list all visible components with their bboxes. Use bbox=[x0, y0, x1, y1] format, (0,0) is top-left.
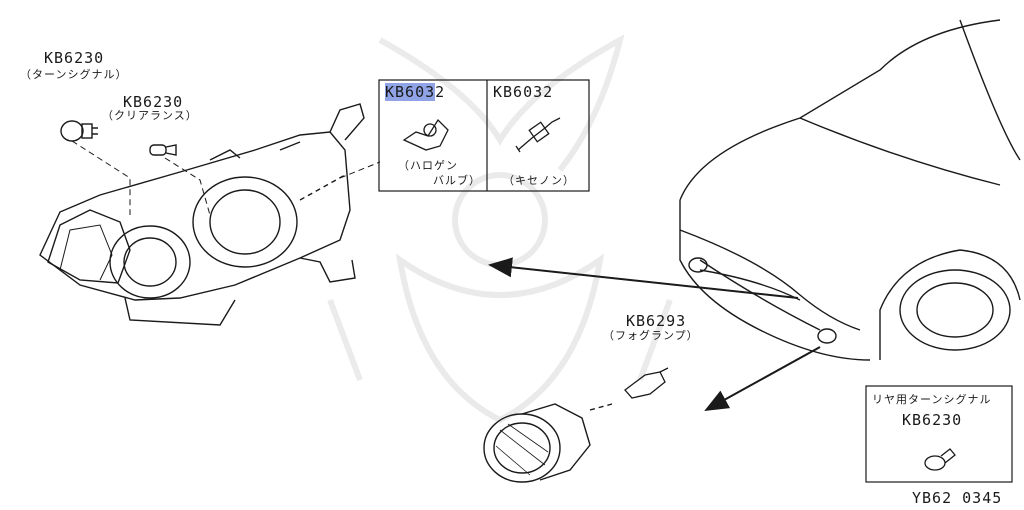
fog-code: KB6293 bbox=[626, 312, 687, 330]
diagram-code: YB62 0345 bbox=[912, 489, 1003, 507]
halogen-name-line2: バルブ） bbox=[433, 174, 481, 187]
halogen-code: KB6032 bbox=[385, 83, 446, 101]
car-outline bbox=[679, 19, 1021, 361]
halogen-code-highlight: KB603 bbox=[385, 83, 436, 101]
turn-signal-bulb-icon bbox=[60, 120, 98, 142]
clearance-code: KB6230 bbox=[123, 93, 184, 111]
turn-signal-name: （ターンシグナル） bbox=[20, 68, 128, 81]
clearance-name: （クリアランス） bbox=[102, 109, 198, 122]
halogen-name-line1: （ハロゲン bbox=[398, 159, 458, 172]
turn-signal-code: KB6230 bbox=[44, 49, 105, 67]
headlamp-arrow bbox=[488, 257, 799, 299]
fog-bulb-icon bbox=[624, 367, 669, 399]
headlamp-bulb-box bbox=[378, 79, 590, 192]
rear-turn-code: KB6230 bbox=[902, 411, 963, 429]
leader-lines bbox=[71, 140, 381, 216]
halogen-code-suffix: 2 bbox=[435, 83, 446, 101]
xenon-name: （キセノン） bbox=[503, 174, 575, 187]
headlamp-assembly bbox=[39, 103, 365, 326]
rear-turn-bulb-icon bbox=[924, 448, 956, 471]
clearance-bulb-icon bbox=[149, 144, 177, 156]
fog-name: （フォグランプ） bbox=[603, 329, 699, 342]
xenon-code: KB6032 bbox=[493, 83, 554, 101]
xenon-bulb-icon bbox=[515, 117, 561, 153]
rear-turn-title: リヤ用ターンシグナル bbox=[872, 393, 992, 406]
rear-turn-signal-box bbox=[865, 385, 1013, 483]
fog-lamp-assembly bbox=[483, 403, 613, 483]
fog-arrow bbox=[704, 346, 821, 411]
halogen-bulb-icon bbox=[402, 118, 449, 151]
